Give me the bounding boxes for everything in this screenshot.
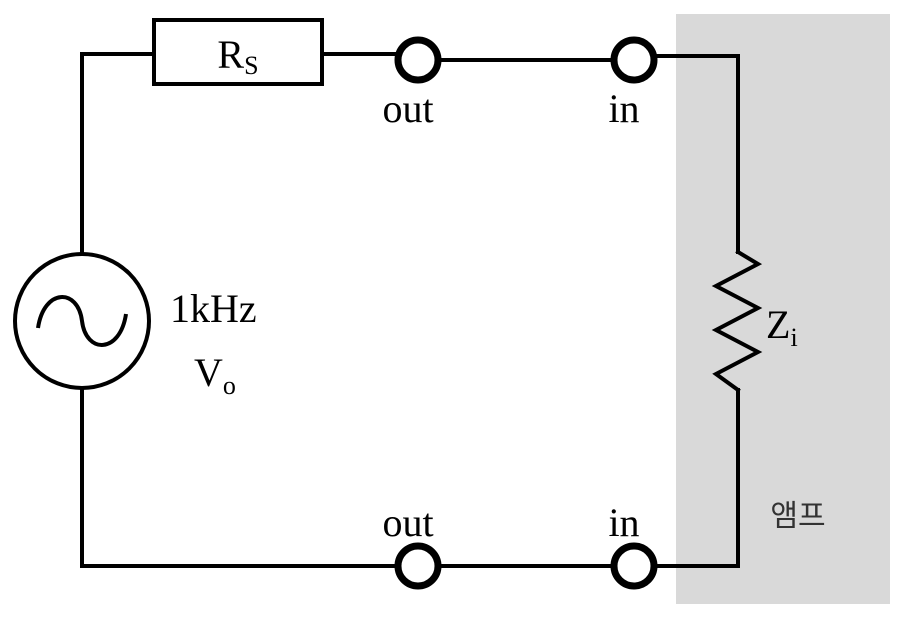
amp-label: 앰프 [770, 499, 825, 534]
label-bottom-out: out [382, 500, 433, 545]
terminal-bottom-out [394, 542, 442, 590]
svg-text:RS: RS [217, 32, 258, 80]
impedance-letter: Z [766, 302, 790, 347]
label-bottom-in: in [608, 500, 639, 545]
label-top-in: in [608, 86, 639, 131]
impedance-subscript: i [790, 323, 797, 352]
resistor-letter: R [217, 32, 244, 77]
amp-region [676, 14, 890, 604]
source-frequency: 1kHz [170, 286, 257, 331]
terminal-top-out [394, 36, 442, 84]
sine-wave-icon [36, 295, 128, 347]
resistor-rs [152, 18, 324, 86]
source-subscript: o [223, 371, 236, 400]
resistor-subscript: S [244, 51, 258, 80]
svg-text:Vo: Vo [194, 350, 236, 400]
svg-text:Zi: Zi [766, 302, 798, 352]
source-letter: V [194, 350, 223, 395]
terminal-bottom-in [610, 542, 658, 590]
label-top-out: out [382, 86, 433, 131]
impedance-zi [711, 249, 763, 393]
wires [80, 52, 740, 568]
terminal-top-in [610, 36, 658, 84]
